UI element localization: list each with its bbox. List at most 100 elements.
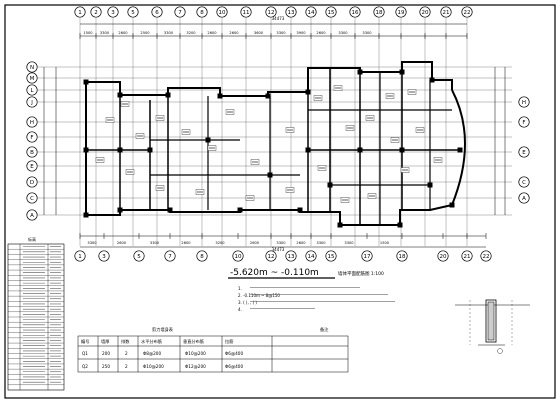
wall-label bbox=[385, 93, 395, 99]
wall-schedule-table: 剪力墙身表 备注 编号 墙厚 排数 水平分布筋 垂直分布筋 拉筋 Q1 200 … bbox=[77, 326, 349, 373]
svg-text:21: 21 bbox=[443, 10, 450, 16]
bottom-axis-bubble: 20 bbox=[437, 250, 449, 262]
svg-text:F: F bbox=[30, 135, 33, 141]
top-dimension-text: 3200 bbox=[186, 31, 196, 35]
bottom-dimension-text: 2600 bbox=[181, 241, 191, 245]
svg-text:D: D bbox=[30, 180, 34, 186]
bottom-axis-bubble: 17 bbox=[361, 250, 373, 262]
column-marker bbox=[117, 92, 123, 98]
top-dimension-text: 3600 bbox=[254, 31, 264, 35]
column-marker bbox=[429, 77, 435, 83]
top-dimension-text: 2600 bbox=[316, 31, 326, 35]
bottom-dimension-text: 1500 bbox=[380, 241, 390, 245]
svg-text:2: 2 bbox=[94, 10, 98, 16]
svg-text:H: H bbox=[522, 100, 526, 106]
top-axis-bubble: 2 bbox=[90, 6, 102, 18]
svg-text:12: 12 bbox=[268, 10, 275, 16]
wall-label bbox=[207, 145, 217, 151]
left-axis-bubble: J bbox=[26, 96, 38, 108]
top-axis-bubble: 20 bbox=[419, 6, 431, 18]
top-axis-bubble: 6 bbox=[151, 6, 163, 18]
axis-grid-lines bbox=[38, 18, 512, 246]
south-wall bbox=[85, 150, 453, 226]
right-axis-bubble: F bbox=[518, 116, 530, 128]
table-row-q2-horizontal: Φ10@200 bbox=[143, 364, 164, 369]
left-axis-bubble: D bbox=[26, 176, 38, 188]
left-axis-bubble: C bbox=[26, 192, 38, 204]
drawing-title: -5.620m ~ -0.110m bbox=[230, 268, 319, 278]
svg-text:3: 3 bbox=[102, 254, 106, 260]
column-marker bbox=[305, 147, 311, 153]
column-marker bbox=[337, 222, 343, 228]
wall-label bbox=[407, 89, 417, 95]
left-axis-bubble: H bbox=[26, 116, 38, 128]
section-detail bbox=[455, 299, 530, 354]
table-header-thickness: 墙厚 bbox=[101, 338, 109, 345]
wall-label bbox=[250, 159, 260, 165]
svg-text:15: 15 bbox=[328, 10, 335, 16]
bottom-axis-bubble: 8 bbox=[196, 250, 208, 262]
table-header-horizontal-bar: 水平分布筋 bbox=[141, 338, 162, 345]
column-marker bbox=[167, 207, 173, 213]
svg-text:J: J bbox=[30, 100, 33, 106]
svg-text:16: 16 bbox=[352, 10, 359, 16]
note-line: 2. -0.110m ~ 8@150 bbox=[238, 293, 280, 298]
bottom-axis-bubble: 18 bbox=[396, 250, 408, 262]
level-table-title: 标高 bbox=[28, 236, 36, 242]
table-row-q2-thickness: 250 bbox=[102, 364, 110, 369]
table-row-q1-thickness: 200 bbox=[102, 351, 110, 356]
column-marker bbox=[449, 202, 455, 208]
building-walls bbox=[85, 61, 466, 226]
column-marker bbox=[357, 147, 363, 153]
top-axis-bubble: 13 bbox=[285, 6, 297, 18]
table-row-q2-id: Q2 bbox=[82, 364, 88, 369]
svg-text:18: 18 bbox=[399, 254, 406, 260]
column-marker bbox=[297, 207, 303, 213]
column-markers bbox=[83, 69, 463, 228]
wall-label bbox=[155, 185, 165, 191]
svg-text:10: 10 bbox=[219, 10, 226, 16]
note-text-lines bbox=[250, 287, 395, 309]
left-axis-bubble: A bbox=[26, 209, 38, 221]
svg-text:B: B bbox=[30, 150, 34, 156]
top-axis-bubble: 18 bbox=[373, 6, 385, 18]
top-axis-bubble: 5 bbox=[127, 6, 139, 18]
wall-label bbox=[181, 129, 191, 135]
table-row-q2-vertical: Φ12@200 bbox=[185, 364, 206, 369]
table-header-vertical-bar: 垂直分布筋 bbox=[183, 338, 204, 345]
svg-text:F: F bbox=[522, 120, 525, 126]
top-axis-bubble: 10 bbox=[216, 6, 228, 18]
svg-text:8: 8 bbox=[200, 254, 204, 260]
column-marker bbox=[427, 182, 433, 188]
left-axis-bubble: B bbox=[26, 146, 38, 158]
column-marker bbox=[147, 147, 153, 153]
bottom-axis-bubble: 21 bbox=[461, 250, 473, 262]
wall-label bbox=[317, 165, 327, 171]
column-marker bbox=[83, 79, 89, 85]
svg-text:7: 7 bbox=[168, 254, 172, 260]
bottom-axis-bubble: 10 bbox=[232, 250, 244, 262]
svg-text:7: 7 bbox=[178, 10, 182, 16]
top-dimension-text: 3300 bbox=[100, 31, 110, 35]
dimension-lines bbox=[43, 23, 506, 248]
column-marker bbox=[399, 69, 405, 75]
curved-wall bbox=[451, 89, 466, 206]
table-grid bbox=[77, 335, 349, 373]
bottom-dimension-text: 3200 bbox=[215, 241, 225, 245]
svg-text:1: 1 bbox=[78, 254, 82, 260]
svg-text:22: 22 bbox=[483, 254, 490, 260]
column-marker bbox=[165, 92, 171, 98]
column-marker bbox=[327, 182, 333, 188]
svg-text:M: M bbox=[30, 76, 35, 82]
column-marker bbox=[267, 172, 273, 178]
svg-text:6: 6 bbox=[155, 10, 159, 16]
bottom-dimension-text: 2600 bbox=[296, 241, 306, 245]
top-axis-bubble: 19 bbox=[395, 6, 407, 18]
svg-text:20: 20 bbox=[440, 254, 447, 260]
svg-text:12: 12 bbox=[268, 254, 275, 260]
column-marker bbox=[205, 137, 211, 143]
svg-text:14: 14 bbox=[308, 254, 315, 260]
